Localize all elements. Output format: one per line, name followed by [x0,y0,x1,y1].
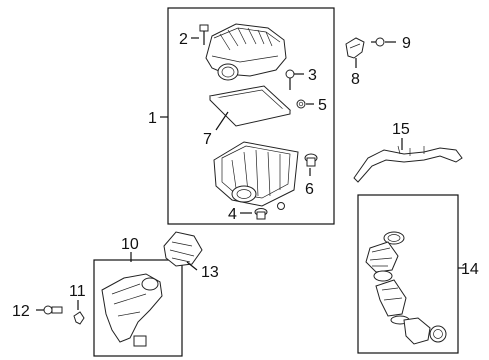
callout-5: 5 [318,97,327,114]
callout-4: 4 [228,206,237,223]
group-box-inlet-duct [93,259,183,357]
resonator-13 [163,231,203,267]
vent-hose-15 [353,145,463,183]
outlet-duct-14 [365,231,447,345]
screw-9 [371,37,385,47]
callout-9: 9 [402,35,411,52]
callout-10: 10 [121,236,139,253]
air-filter-element [208,85,292,127]
grommet-6 [304,153,318,167]
bolt-2 [199,24,209,45]
sensor-8 [345,37,365,59]
callout-1: 1 [148,110,157,127]
callout-12: 12 [12,303,30,320]
inlet-duct-10 [101,273,163,347]
callout-13: 13 [201,264,219,281]
group-box-air-cleaner [167,7,335,225]
air-cleaner-cover [205,23,287,81]
clip-11 [73,311,85,325]
callout-2: 2 [179,31,188,48]
callout-15: 15 [392,121,410,138]
callout-7: 7 [203,131,212,148]
callout-14: 14 [461,261,479,278]
callout-6: 6 [305,181,314,198]
callout-3: 3 [308,67,317,84]
nut-5 [296,99,306,109]
grommet-4 [254,202,285,220]
pin-12 [43,305,63,315]
air-cleaner-lower-housing [213,141,299,207]
bolt-3 [285,69,295,90]
callout-8: 8 [351,71,360,88]
group-box-outlet-duct [357,194,459,354]
callout-11: 11 [69,283,86,300]
